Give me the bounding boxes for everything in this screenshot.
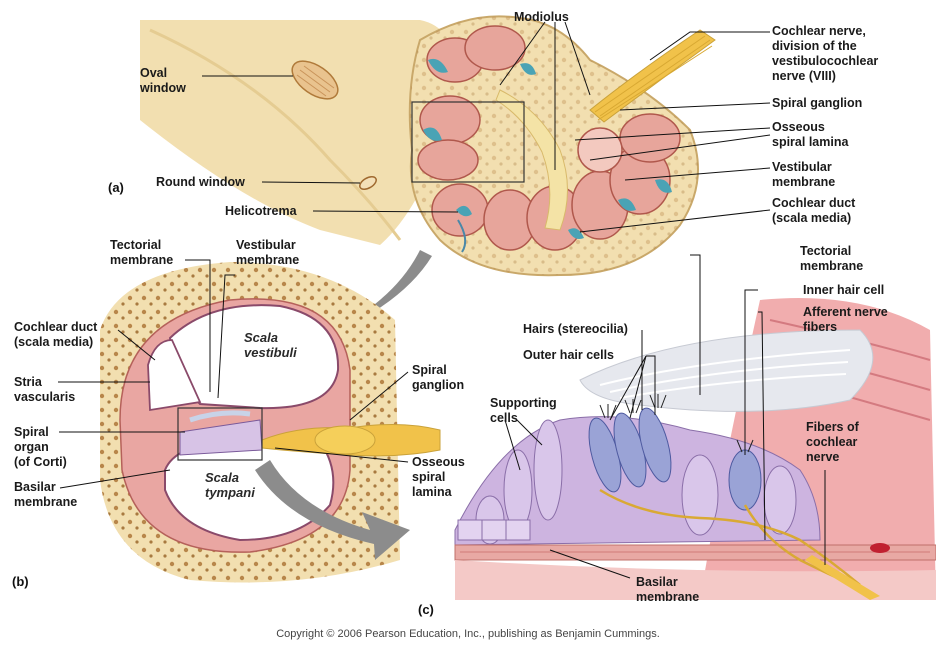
label-cochlear-duct-b: Cochlear duct (scala media) xyxy=(14,320,97,350)
label-osseous-lamina-b: Osseous spiral lamina xyxy=(412,455,465,500)
label-scala-vestibuli: Scala vestibuli xyxy=(244,330,297,360)
label-fibers-cochlear: Fibers of cochlear nerve xyxy=(806,420,859,465)
label-scala-tympani: Scala tympani xyxy=(205,470,255,500)
label-outer-hair-cells: Outer hair cells xyxy=(523,348,614,363)
label-inner-hair-cell: Inner hair cell xyxy=(803,283,884,298)
label-vestibular-b: Vestibular membrane xyxy=(236,238,299,268)
inner-hair-cell xyxy=(729,450,761,510)
label-hairs: Hairs (stereocilia) xyxy=(523,322,628,337)
label-modiolus: Modiolus xyxy=(514,10,569,25)
panel-a-id: (a) xyxy=(108,180,124,195)
panel-c-id: (c) xyxy=(418,602,434,617)
panel-c-art xyxy=(455,298,936,600)
label-cochlear-duct-a: Cochlear duct (scala media) xyxy=(772,196,855,226)
label-basilar-c: Basilar membrane xyxy=(636,575,699,605)
label-cochlear-nerve: Cochlear nerve, division of the vestibul… xyxy=(772,24,878,84)
label-tectorial-c: Tectorial membrane xyxy=(800,244,863,274)
label-spiral-ganglion-b: Spiral ganglion xyxy=(412,363,464,393)
copyright-line: Copyright © 2006 Pearson Education, Inc.… xyxy=(0,628,936,640)
label-stria-vascularis: Stria vascularis xyxy=(14,375,75,405)
label-round-window: Round window xyxy=(156,175,245,190)
tectorial-membrane xyxy=(580,330,873,411)
label-vestibular-membrane-a: Vestibular membrane xyxy=(772,160,835,190)
panel-b-id: (b) xyxy=(12,574,29,589)
label-spiral-ganglion-a: Spiral ganglion xyxy=(772,96,862,111)
label-basilar-b: Basilar membrane xyxy=(14,480,77,510)
label-supporting-cells: Supporting cells xyxy=(490,396,557,426)
label-oval-window: Oval window xyxy=(140,66,186,96)
label-tectorial-b: Tectorial membrane xyxy=(110,238,173,268)
label-helicotrema: Helicotrema xyxy=(225,204,297,219)
label-osseous-lamina-a: Osseous spiral lamina xyxy=(772,120,848,150)
label-spiral-organ: Spiral organ (of Corti) xyxy=(14,425,67,470)
label-afferent-fibers: Afferent nerve fibers xyxy=(803,305,888,335)
panel-a-art xyxy=(140,16,715,275)
